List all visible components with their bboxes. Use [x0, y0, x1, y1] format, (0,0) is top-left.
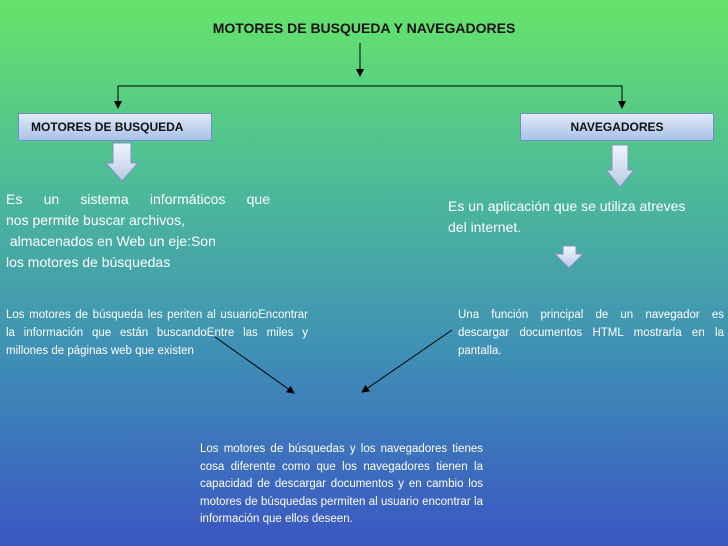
- right-block-arrow: [604, 144, 636, 188]
- motores-definition-line: almacenados en Web un eje:Son: [6, 233, 216, 249]
- navegadores-definition: Es un aplicación que se utiliza atreves …: [448, 198, 686, 235]
- left-to-conclusion-arrow: [214, 336, 295, 394]
- left-block-arrow: [104, 142, 140, 182]
- motores-definition-line: los motores de búsquedas: [6, 254, 171, 270]
- navegadores-function-text: Una función principal de un navegador es…: [458, 309, 724, 357]
- motores-definition-line: Es un sistema informáticos que: [6, 191, 270, 207]
- motores-label: MOTORES DE BUSQUEDA: [31, 120, 184, 134]
- right-to-conclusion-arrow: [361, 329, 453, 393]
- branch-line: [117, 85, 623, 104]
- motores-box: MOTORES DE BUSQUEDA: [18, 113, 212, 141]
- navegadores-label: NAVEGADORES: [570, 120, 664, 134]
- navegadores-box: NAVEGADORES: [520, 113, 714, 141]
- diagram-title: MOTORES DE BUSQUEDA Y NAVEGADORES: [212, 20, 516, 36]
- conclusion-text: Los motores de búsquedas y los navegador…: [200, 443, 483, 525]
- motores-function-text: Los motores de búsqueda les periten al u…: [6, 309, 308, 357]
- right-small-block-arrow: [553, 245, 585, 269]
- motores-definition: Es un sistema informáticos que nos permi…: [6, 189, 270, 273]
- motores-definition-line: nos permite buscar archivos,: [6, 212, 185, 228]
